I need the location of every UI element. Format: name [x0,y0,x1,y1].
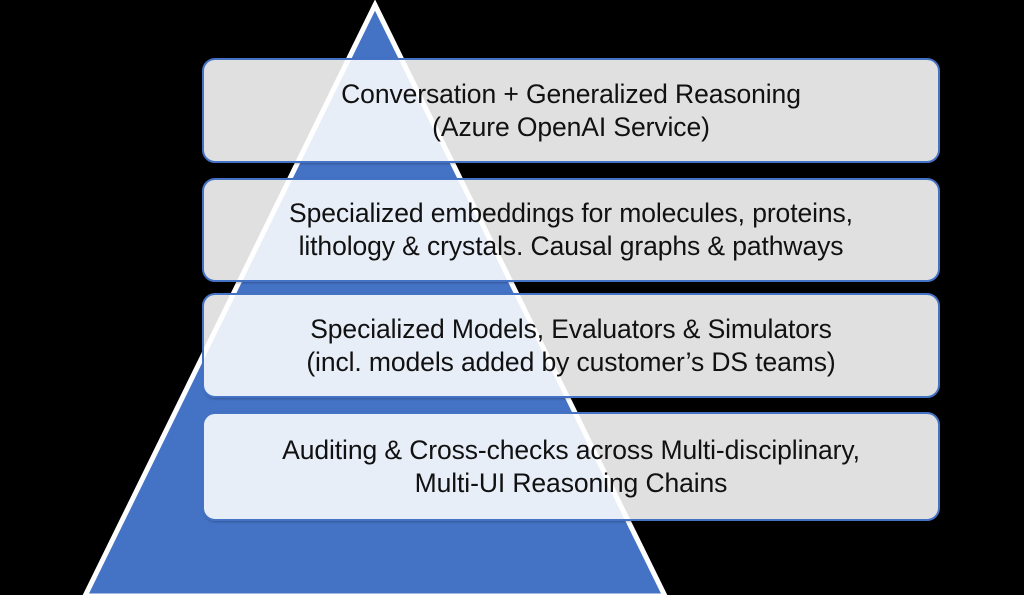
pyramid-tier-1-box[interactable]: Conversation + Generalized Reasoning (Az… [202,58,940,163]
pyramid-tier-4-label: Auditing & Cross-checks across Multi-dis… [282,434,860,498]
pyramid-tier-3-label: Specialized Models, Evaluators & Simulat… [306,313,836,377]
pyramid-tier-2-label: Specialized embeddings for molecules, pr… [289,198,853,261]
pyramid-tier-3-box[interactable]: Specialized Models, Evaluators & Simulat… [202,293,940,398]
pyramid-tier-4-box[interactable]: Auditing & Cross-checks across Multi-dis… [202,412,940,521]
pyramid-tier-1-label: Conversation + Generalized Reasoning (Az… [341,78,801,142]
pyramid-tier-2-box[interactable]: Specialized embeddings for molecules, pr… [202,178,940,282]
